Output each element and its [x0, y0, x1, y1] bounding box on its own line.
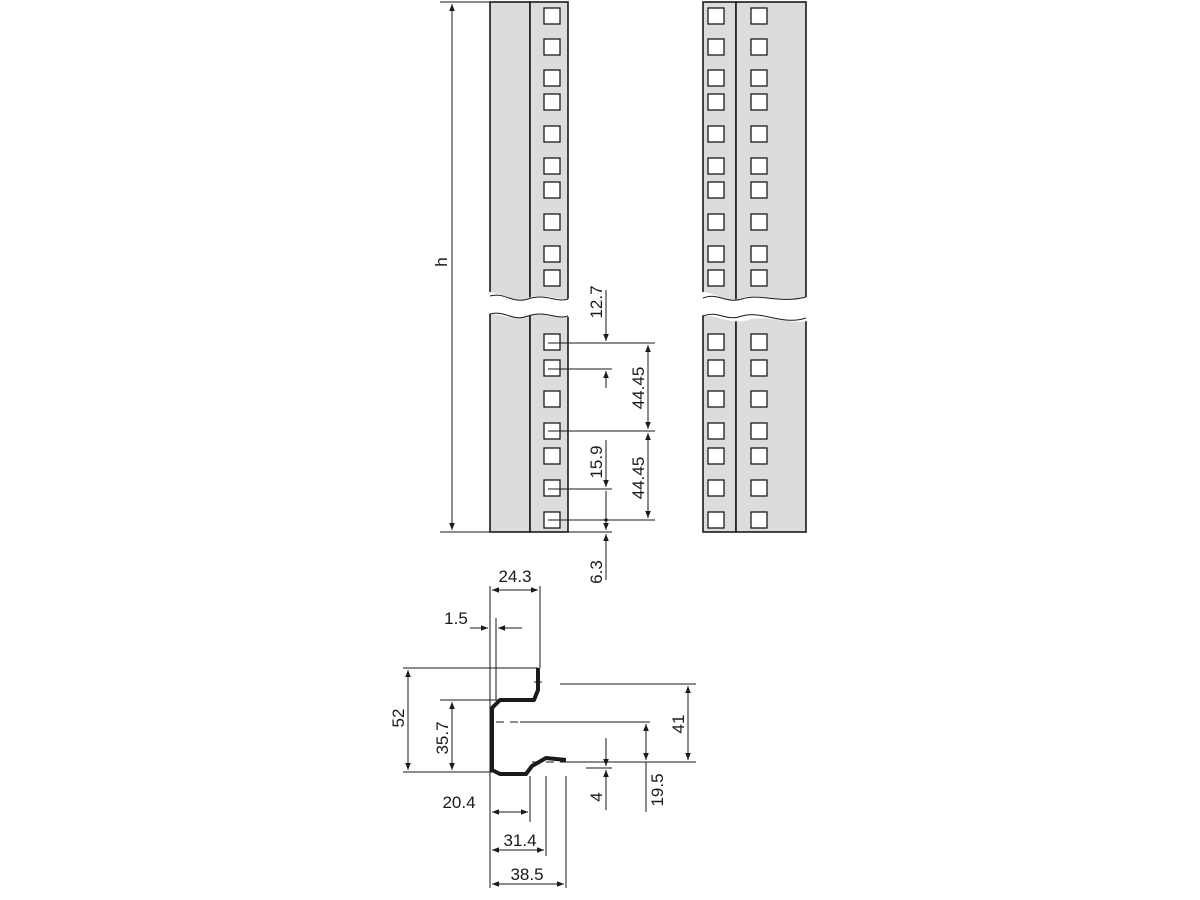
dim-44-45-upper: 44.45: [629, 367, 648, 410]
rack-hole: [707, 333, 725, 351]
rack-hole: [707, 125, 725, 143]
dim-6-3: 6.3: [587, 560, 606, 584]
rack-hole: [707, 422, 725, 440]
left-rail: [482, 1, 574, 533]
dim-20-4: 20.4: [442, 793, 475, 812]
rack-hole: [750, 157, 768, 175]
break-line-bottom: [489, 312, 569, 319]
rack-hole: [750, 479, 768, 497]
rack-hole: [543, 181, 561, 199]
rack-hole: [707, 69, 725, 87]
rack-hole: [750, 125, 768, 143]
dim-19-5: 19.5: [648, 773, 667, 806]
right-rail-strip-right: [735, 1, 807, 533]
dim-4: 4: [587, 792, 606, 801]
rack-hole: [750, 422, 768, 440]
rack-hole: [707, 359, 725, 377]
rack-hole: [707, 479, 725, 497]
profile-section: 24.3 1.5 52 35.7 41 4 19.5 20.4 31.4 38.…: [389, 567, 696, 888]
rack-hole: [707, 38, 725, 56]
rack-hole: [750, 390, 768, 408]
rack-hole: [543, 213, 561, 231]
dim-38-5: 38.5: [510, 865, 543, 884]
rack-hole: [707, 245, 725, 263]
rack-hole: [707, 269, 725, 287]
right-rail-strip-left: [702, 1, 737, 533]
dim-1-5: 1.5: [444, 609, 468, 628]
rack-hole: [543, 333, 561, 351]
height-label: h: [432, 257, 451, 266]
rack-hole: [750, 511, 768, 529]
rack-hole: [543, 359, 561, 377]
left-rail-flange: [489, 1, 531, 533]
rack-hole: [707, 7, 725, 25]
dim-52: 52: [389, 709, 408, 728]
rack-hole: [543, 157, 561, 175]
profile-shape: [490, 668, 567, 776]
break-line-top: [489, 294, 569, 301]
rack-hole: [750, 181, 768, 199]
rack-hole: [750, 269, 768, 287]
rack-hole: [707, 93, 725, 111]
rack-hole: [543, 125, 561, 143]
rack-hole: [543, 38, 561, 56]
right-break-line-bottom: [702, 313, 807, 321]
left-rail-hole-strip: [529, 1, 569, 533]
dim-12-7: 12.7: [587, 285, 606, 318]
rack-hole: [543, 269, 561, 287]
height-dimension: h: [432, 1, 490, 533]
rack-hole: [707, 157, 725, 175]
right-rail-holes: [707, 7, 768, 529]
dim-35-7: 35.7: [433, 721, 452, 754]
rack-hole: [707, 447, 725, 465]
rack-hole: [543, 245, 561, 263]
rack-hole: [750, 333, 768, 351]
right-break-line-top: [702, 295, 807, 301]
rack-hole: [707, 213, 725, 231]
rack-hole: [750, 93, 768, 111]
dim-44-45-lower: 44.45: [629, 457, 648, 500]
rack-hole: [543, 479, 561, 497]
rack-hole: [750, 7, 768, 25]
rack-hole: [750, 359, 768, 377]
rack-hole: [707, 181, 725, 199]
rack-hole: [750, 213, 768, 231]
rack-hole: [750, 245, 768, 263]
dim-31-4: 31.4: [503, 831, 536, 850]
rack-hole: [543, 93, 561, 111]
dim-41: 41: [669, 715, 688, 734]
right-rail: [696, 1, 812, 533]
rack-hole: [750, 447, 768, 465]
front-view-dimensions: 12.7 44.45 15.9 44.45 6.3: [548, 285, 655, 584]
rack-hole: [750, 69, 768, 87]
rack-hole: [707, 511, 725, 529]
rack-hole: [543, 447, 561, 465]
rack-hole: [543, 7, 561, 25]
left-rail-holes: [543, 7, 561, 529]
rack-hole: [707, 390, 725, 408]
rack-hole: [750, 38, 768, 56]
dim-15-9: 15.9: [587, 445, 606, 478]
rack-hole: [543, 390, 561, 408]
dim-24-3: 24.3: [498, 567, 531, 586]
rack-hole: [543, 69, 561, 87]
